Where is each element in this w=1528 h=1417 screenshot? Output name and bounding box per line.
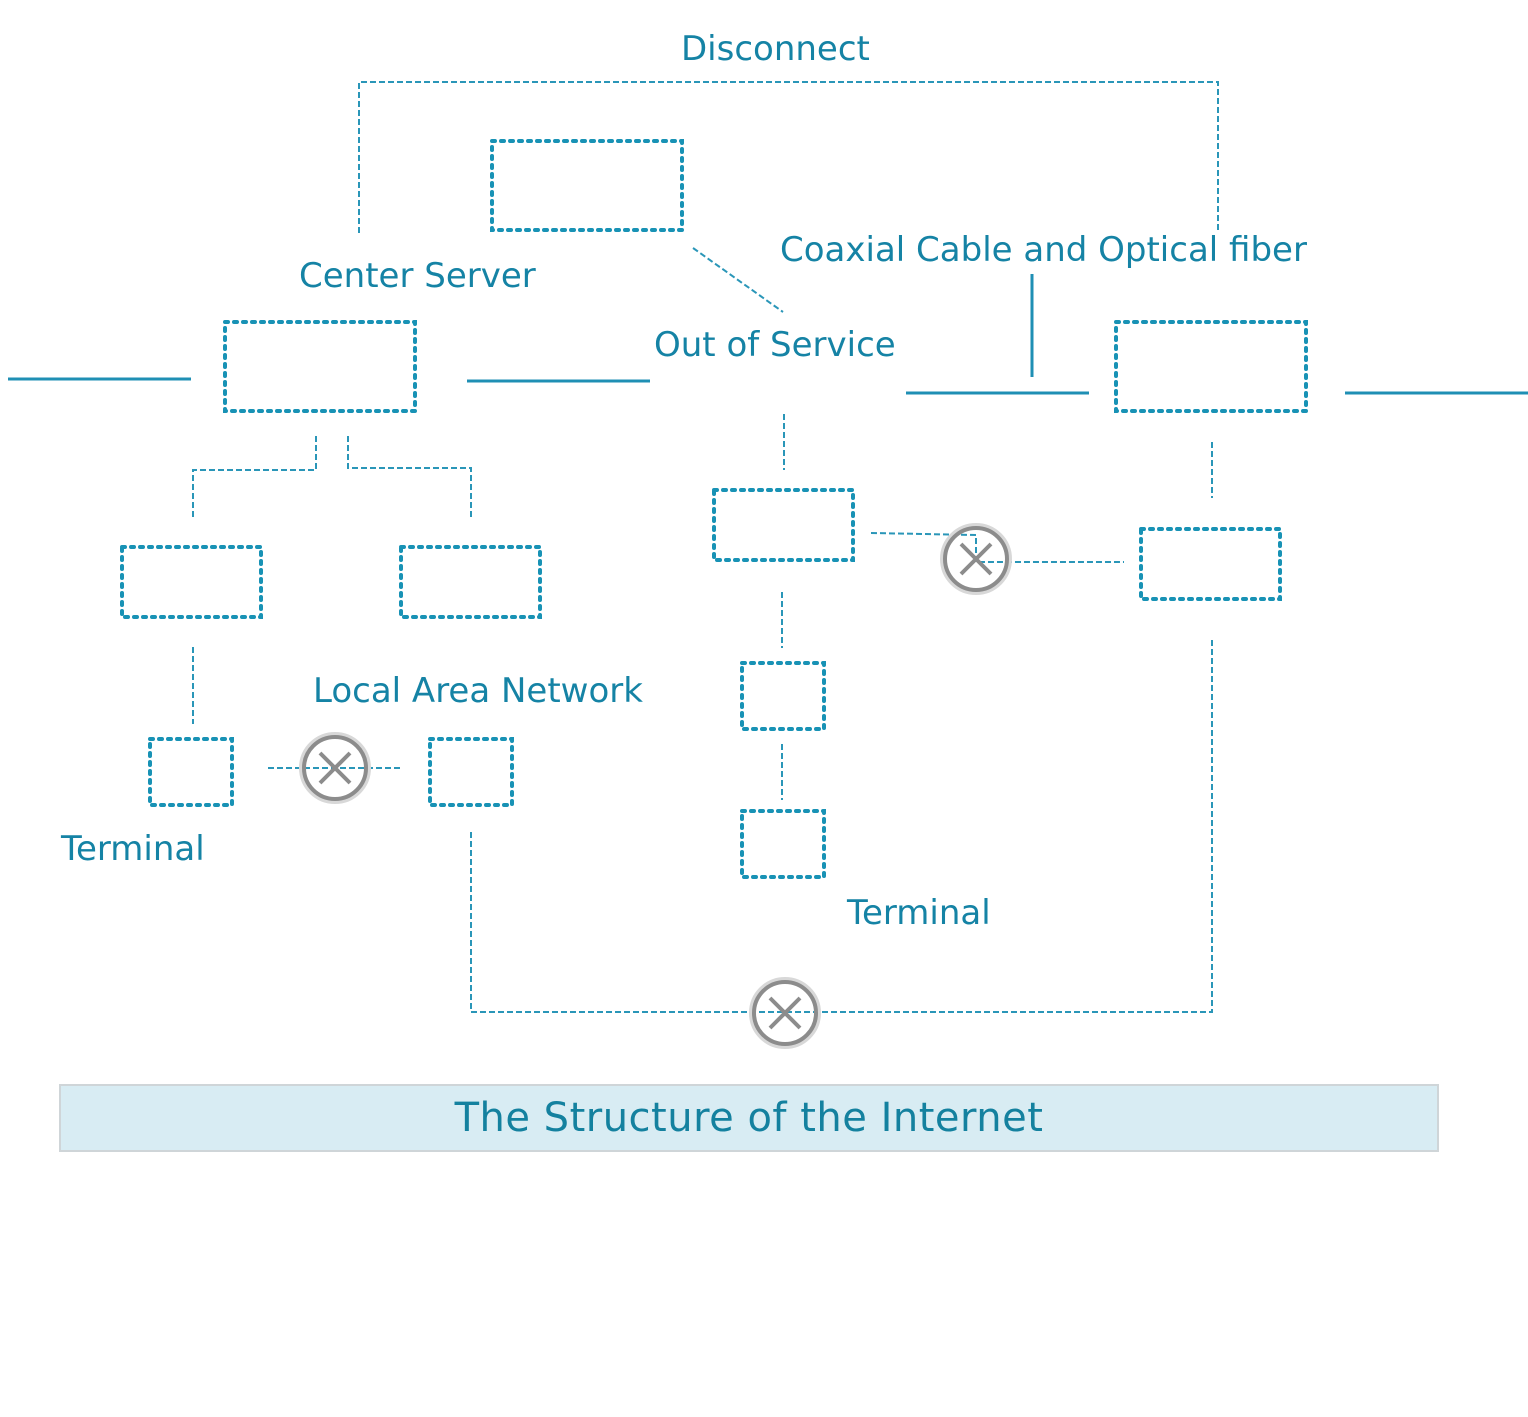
link-top-box-to-out-of-service xyxy=(692,247,784,313)
left-child-node xyxy=(120,545,263,619)
link-bottom-loop xyxy=(470,640,1213,1013)
center-server-node xyxy=(223,320,417,413)
diagram-caption: The Structure of the Internet xyxy=(454,1095,1044,1141)
solid-links xyxy=(8,274,1528,395)
link-server-to-left-child xyxy=(192,436,317,519)
link-server-to-right-child xyxy=(347,436,472,519)
label-center-server: Center Server xyxy=(299,256,536,296)
left-terminal-node xyxy=(148,737,234,807)
broken-link-icon xyxy=(749,977,821,1049)
label-coaxial: Coaxial Cable and Optical fiber xyxy=(780,230,1307,270)
link-disconnect-loop xyxy=(358,81,1219,233)
right-child-node xyxy=(399,545,542,619)
link-middle-box-to-right-box xyxy=(870,532,1124,563)
right-server-node xyxy=(1114,320,1308,413)
label-terminal-left: Terminal xyxy=(60,829,205,869)
caption-bar: The Structure of the Internet xyxy=(59,1084,1439,1152)
top-node xyxy=(490,139,684,232)
label-disconnect: Disconnect xyxy=(681,29,870,69)
lan-node xyxy=(428,737,514,807)
broken-link-icon xyxy=(299,732,371,804)
middle-terminal-node xyxy=(740,809,826,879)
middle-small-node xyxy=(740,661,826,731)
dashed-links xyxy=(192,81,1219,1013)
label-lan: Local Area Network xyxy=(313,671,643,711)
right-lower-node xyxy=(1139,527,1282,601)
broken-link-icon xyxy=(940,523,1012,595)
nodes xyxy=(120,139,1308,879)
label-out-of-service: Out of Service xyxy=(654,325,896,365)
middle-node xyxy=(712,488,855,562)
label-terminal-right: Terminal xyxy=(846,893,991,933)
